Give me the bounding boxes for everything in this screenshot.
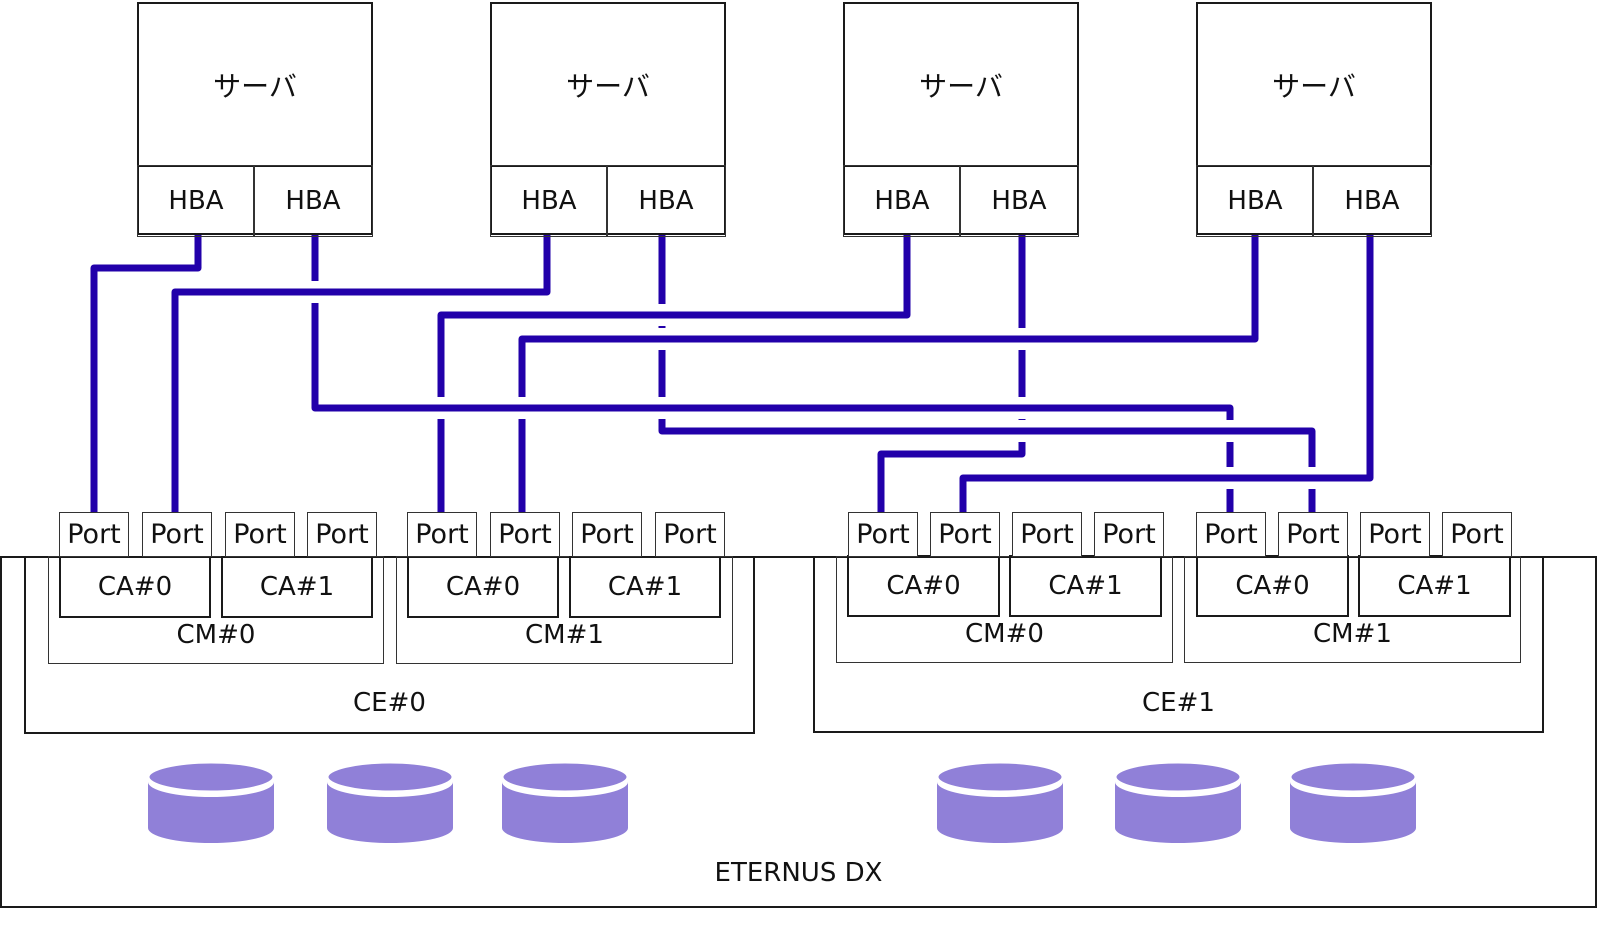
cm-label: CM#0: [965, 619, 1044, 649]
ca-1: CA#1: [221, 556, 373, 618]
port: Port: [1278, 512, 1348, 557]
server-4: サーバ HBA HBA: [1196, 2, 1432, 237]
connection-wire: [311, 235, 1234, 512]
server-label: サーバ: [919, 70, 1003, 103]
connection-wire: [90, 235, 202, 512]
server-label: サーバ: [213, 70, 297, 103]
port: Port: [930, 512, 1000, 557]
cm-label: CM#1: [1313, 619, 1392, 649]
hba-port: HBA: [137, 165, 255, 237]
ce-1: CE#1: [813, 556, 1544, 733]
cm-1: CM#1: [1184, 556, 1521, 663]
port: Port: [848, 512, 918, 557]
hba-port: HBA: [1196, 165, 1314, 237]
port: Port: [655, 512, 725, 557]
server-3: サーバ HBA HBA: [843, 2, 1079, 237]
cm-0: CM#0: [836, 556, 1173, 663]
port: Port: [1196, 512, 1266, 557]
storage-label: ETERNUS DX: [714, 858, 883, 888]
disk-drive-icon: [1114, 760, 1242, 843]
hba-port: HBA: [1312, 165, 1432, 237]
port: Port: [225, 512, 295, 557]
ca-0: CA#0: [407, 556, 559, 618]
server-2: サーバ HBA HBA: [490, 2, 726, 237]
disk-drive-icon: [501, 760, 629, 843]
server-label: サーバ: [1272, 70, 1356, 103]
cm-0: CM#0: [48, 556, 384, 664]
disk-drive-icon: [147, 760, 275, 843]
port: Port: [1442, 512, 1512, 557]
ca-0: CA#0: [847, 555, 1000, 617]
hba-port: HBA: [843, 165, 961, 237]
cm-label: CM#0: [176, 620, 256, 650]
port: Port: [1094, 512, 1164, 557]
disk-drive-icon: [1289, 760, 1417, 843]
server-label: サーバ: [566, 70, 650, 103]
cm-label: CM#1: [525, 620, 604, 650]
hba-port: HBA: [253, 165, 373, 237]
hba-port: HBA: [959, 165, 1079, 237]
connection-wire: [658, 235, 1316, 512]
connection-wire: [171, 235, 551, 512]
connection-wire: [959, 235, 1374, 512]
ca-0: CA#0: [1196, 555, 1349, 617]
connection-wire: [877, 235, 1026, 512]
connection-wire: [518, 235, 1259, 512]
ca-1: CA#1: [569, 556, 721, 618]
hba-port: HBA: [606, 165, 726, 237]
port: Port: [307, 512, 377, 557]
port: Port: [407, 512, 477, 557]
port: Port: [1360, 512, 1430, 557]
eternus-dx-enclosure: ETERNUS DX: [0, 556, 1597, 908]
ce-0: CE#0: [24, 556, 755, 734]
ca-0: CA#0: [59, 556, 211, 618]
connection-wire: [437, 235, 911, 512]
ca-1: CA#1: [1009, 555, 1162, 617]
ce-label: CE#0: [353, 688, 426, 718]
hba-port: HBA: [490, 165, 608, 237]
port: Port: [1012, 512, 1082, 557]
port: Port: [59, 512, 129, 557]
ce-label: CE#1: [1142, 688, 1215, 718]
disk-drive-icon: [936, 760, 1064, 843]
disk-drive-icon: [326, 760, 454, 843]
port: Port: [572, 512, 642, 557]
ca-1: CA#1: [1358, 555, 1511, 617]
server-1: サーバ HBA HBA: [137, 2, 373, 237]
port: Port: [490, 512, 560, 557]
cm-1: CM#1: [396, 556, 733, 664]
port: Port: [142, 512, 212, 557]
